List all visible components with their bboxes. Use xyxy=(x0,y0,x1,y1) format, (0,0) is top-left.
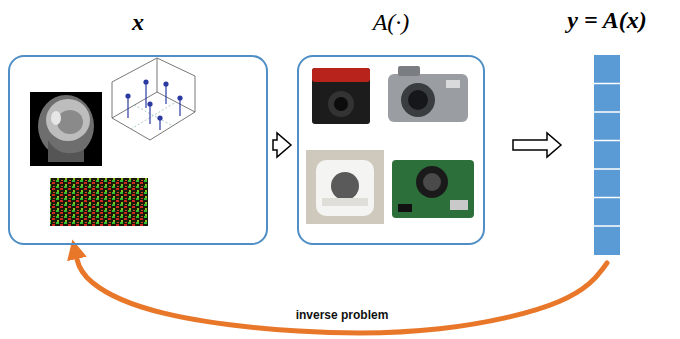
curved-arrow xyxy=(76,255,607,333)
industrial-camera xyxy=(312,68,370,124)
rounded-box: x xyxy=(8,55,268,245)
math-heading: A(·) xyxy=(373,7,410,37)
microarray-image xyxy=(50,178,148,226)
block-arrow xyxy=(513,133,561,157)
mri-scanner xyxy=(306,150,384,224)
sparse-plot xyxy=(112,58,195,140)
compact-camera xyxy=(388,66,468,122)
vector-bar: y = A(x) xyxy=(594,55,620,255)
rounded-box: A(·) xyxy=(297,55,485,245)
sensor-board xyxy=(392,160,474,218)
mri-image xyxy=(30,92,102,166)
block-arrow xyxy=(273,133,291,157)
edge-label: inverse problem xyxy=(294,308,391,322)
math-heading: y = A(x) xyxy=(567,5,646,35)
measurement-vector xyxy=(594,55,620,255)
math-heading: x xyxy=(132,7,144,37)
